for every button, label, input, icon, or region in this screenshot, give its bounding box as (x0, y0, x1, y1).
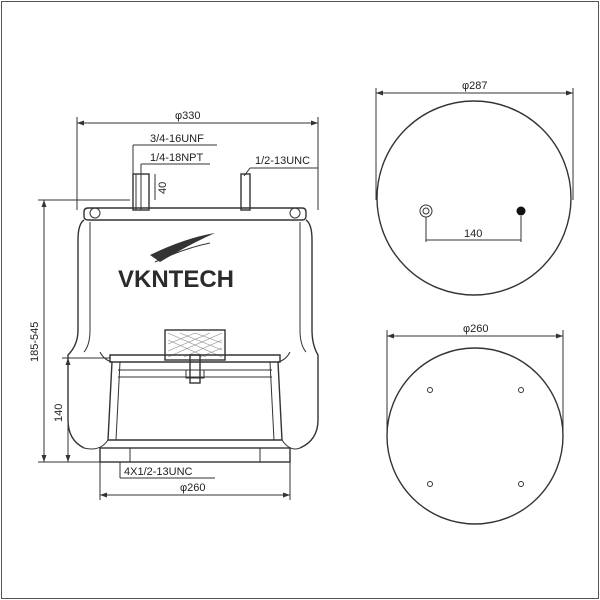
bellows-inner-right (299, 222, 307, 353)
bellows-inner-left (83, 222, 91, 353)
brand-swoosh-icon (154, 242, 211, 263)
top-plate-diameter-label: φ287 (462, 80, 488, 92)
arrow-icon (41, 455, 47, 462)
bellows-left-outline (67, 219, 85, 449)
top-bead-plate (83, 207, 307, 221)
air-fitting-hole-inner (422, 207, 430, 215)
stud-hole (516, 206, 526, 216)
bolt-hole (518, 481, 524, 487)
center-bolt (189, 354, 201, 384)
piston-height-label: 140 (53, 404, 65, 422)
bottom-plate-circle (386, 347, 564, 525)
bottom-plate-diameter-label: φ260 (463, 323, 489, 335)
stud-height-label: 40 (157, 182, 169, 194)
piston-clamp-block (164, 329, 226, 361)
base-plate (99, 447, 291, 463)
piston-body (107, 361, 283, 441)
piston-wall (115, 361, 121, 441)
stud-thread-label: 1/2-13UNC (255, 155, 310, 167)
hole-spacing-label: 140 (464, 228, 482, 240)
arrow-icon (376, 90, 383, 96)
arrow-icon (41, 200, 47, 207)
bellows-right-outline (299, 219, 319, 449)
base-holes-label: 4X1/2-13UNC (124, 466, 193, 478)
piston-wall (269, 361, 275, 441)
fitting-top-label: 3/4-16UNF (150, 133, 204, 145)
bolt-hole (427, 387, 433, 393)
top-diameter-label: φ330 (175, 110, 201, 122)
arrow-icon (283, 492, 290, 498)
flange-edge (277, 351, 291, 363)
arrow-icon (77, 120, 84, 126)
air-fitting (132, 173, 150, 211)
knurl-pattern (167, 332, 223, 358)
arrow-icon (65, 455, 71, 462)
bolt-hole (518, 387, 524, 393)
arrow-icon (387, 333, 394, 339)
arrow-icon (566, 90, 573, 96)
fitting-second-label: 1/4-18NPT (150, 152, 203, 164)
arrow-icon (311, 120, 318, 126)
leader-line (243, 167, 251, 177)
arrow-icon (100, 492, 107, 498)
base-diameter-label: φ260 (180, 482, 206, 494)
air-fitting-hole (419, 204, 433, 218)
top-plate-circle (376, 100, 572, 296)
side-view: φ330 3/4-16UNF 1/4-18NPT 1/2-13UNC 40 (29, 110, 319, 500)
top-plate-view: φ287 140 (375, 80, 574, 296)
bottom-plate-view: φ260 (386, 323, 564, 525)
arrow-icon (65, 358, 71, 365)
bolt-hole (427, 481, 433, 487)
bead-roll-right (289, 207, 301, 219)
arrow-icon (556, 333, 563, 339)
brand-swoosh-icon (150, 233, 215, 262)
piston-flange (109, 354, 281, 363)
bead-roll-left (89, 207, 101, 219)
height-range-label: 185-545 (29, 322, 41, 362)
mounting-stud (240, 173, 251, 211)
brand-logo: VKNTECH (118, 266, 234, 293)
bellows-fold (83, 439, 109, 450)
